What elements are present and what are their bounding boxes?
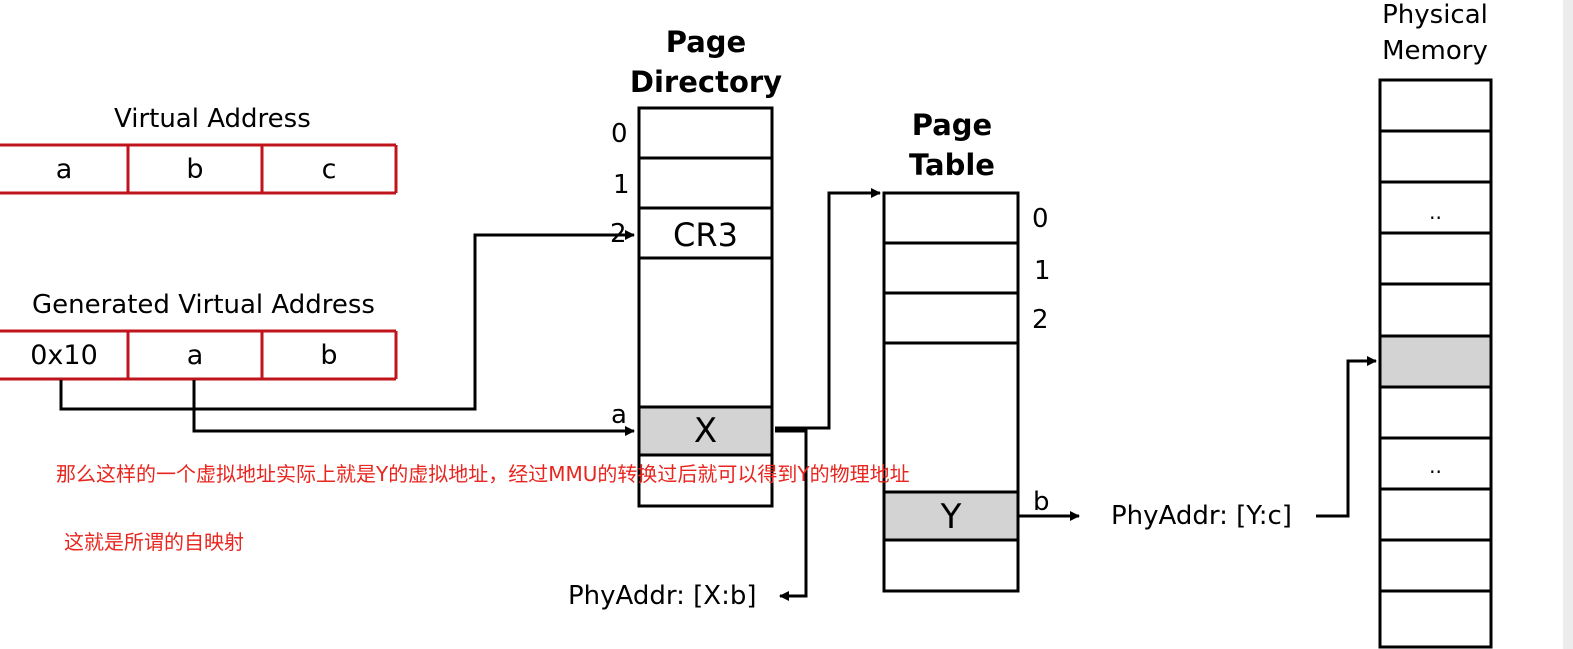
virtual-address-fields	[0, 143, 398, 195]
physical-memory-title-line1: Physical	[1382, 0, 1488, 30]
page-directory-box	[637, 106, 774, 508]
page-directory-title-line2: Directory	[629, 65, 783, 99]
virtual-address-title: Virtual Address	[114, 104, 311, 134]
page-table-index-b: b	[1033, 487, 1050, 517]
generated-va-field-a: a	[186, 340, 204, 371]
virtual-address-field-b: b	[186, 154, 204, 185]
physical-memory-dots-upper: ..	[1429, 200, 1442, 224]
virtual-address-field-a: a	[55, 154, 73, 185]
page-directory-index-0: 0	[611, 119, 628, 149]
physical-memory-title-line2: Memory	[1382, 36, 1488, 66]
page-table-title-line2: Table	[909, 148, 995, 182]
phyaddr-x-b: PhyAddr: [X:b]	[568, 581, 757, 611]
generated-virtual-address-fields	[0, 329, 398, 381]
page-directory-index-1: 1	[613, 170, 630, 200]
physical-memory-box	[1378, 78, 1493, 649]
arrow-x-to-page-table	[775, 188, 881, 430]
page-table-index-0: 0	[1032, 204, 1049, 234]
phyaddr-y-c: PhyAddr: [Y:c]	[1111, 501, 1292, 531]
generated-va-field-b: b	[320, 340, 338, 371]
page-directory-index-2: 2	[610, 219, 627, 249]
page-directory-entry-x: X	[693, 411, 718, 451]
page-directory-cr3: CR3	[673, 216, 738, 254]
virtual-address-field-c: c	[321, 154, 337, 185]
physical-memory-dots-lower: ..	[1429, 454, 1442, 478]
page-directory-title-line1: Page	[665, 25, 747, 59]
arrow-phyaddr-to-memory	[1316, 356, 1377, 518]
annotation-line1: 那么这样的一个虚拟地址实际上就是Y的虚拟地址，经过MMU的转换过后就可以得到Y的…	[56, 462, 910, 486]
generated-va-field-0x10: 0x10	[30, 340, 98, 371]
generated-virtual-address-title: Generated Virtual Address	[32, 290, 375, 320]
page-table-entry-y: Y	[940, 497, 962, 537]
page-table-index-2: 2	[1032, 305, 1049, 335]
arrow-a-to-x	[192, 380, 635, 436]
page-directory-index-a: a	[611, 400, 627, 430]
right-edge-strip	[1563, 0, 1573, 649]
arrow-x-to-phyaddr-xb	[775, 429, 808, 601]
page-table-box	[882, 191, 1020, 593]
page-table-index-1: 1	[1034, 256, 1051, 286]
arrow-0x10-to-cr3	[59, 230, 635, 411]
annotation-line2: 这就是所谓的自映射	[64, 530, 244, 554]
page-table-title-line1: Page	[911, 108, 993, 142]
